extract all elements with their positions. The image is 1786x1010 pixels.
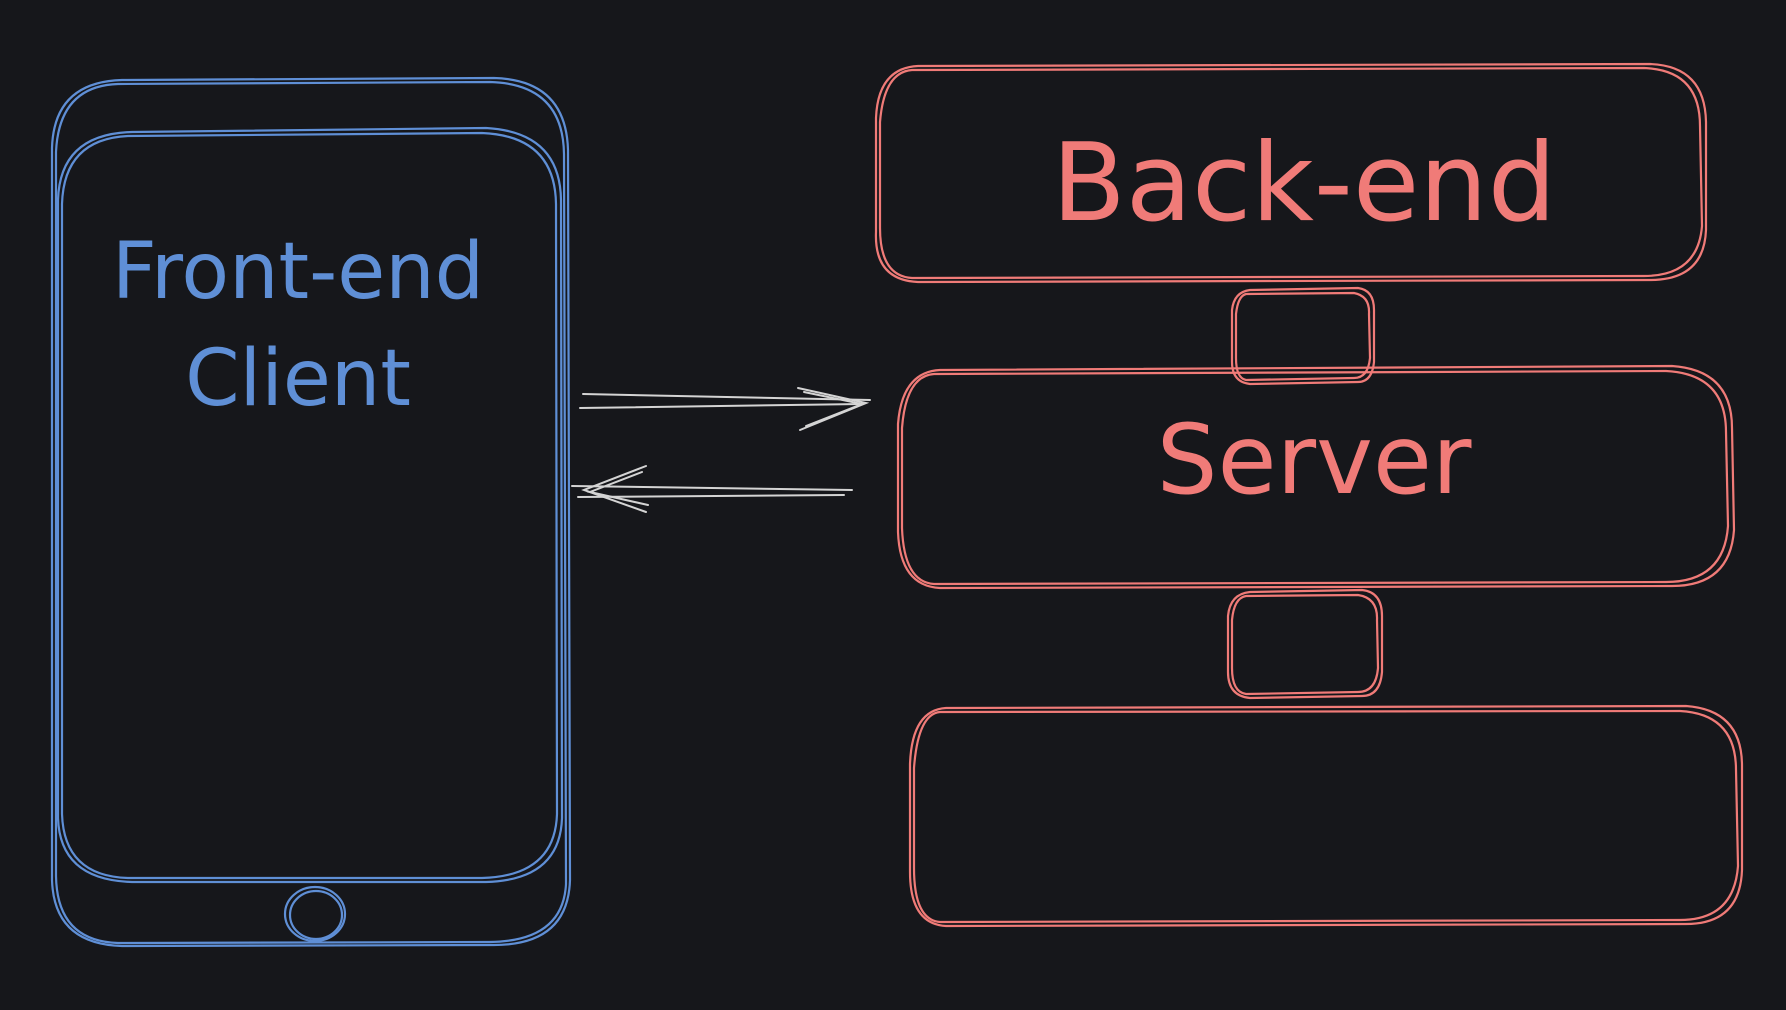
connector-bottom: [1226, 588, 1384, 700]
home-button: [283, 885, 347, 943]
backend-label: Back-end: [1052, 121, 1557, 246]
backend-box: [874, 62, 1708, 284]
response-arrow: [571, 465, 853, 513]
server-label: Server: [1157, 404, 1472, 516]
client-label-line2: Client: [185, 334, 411, 424]
connector-top: [1230, 286, 1376, 386]
bottom-box: [908, 704, 1744, 928]
request-arrow: [579, 387, 871, 431]
server-box: [896, 364, 1736, 590]
client-label-line1: Front-end: [112, 227, 484, 317]
phone-screen: [56, 126, 564, 884]
phone-device: [50, 76, 572, 948]
backend-stack: [874, 62, 1744, 928]
